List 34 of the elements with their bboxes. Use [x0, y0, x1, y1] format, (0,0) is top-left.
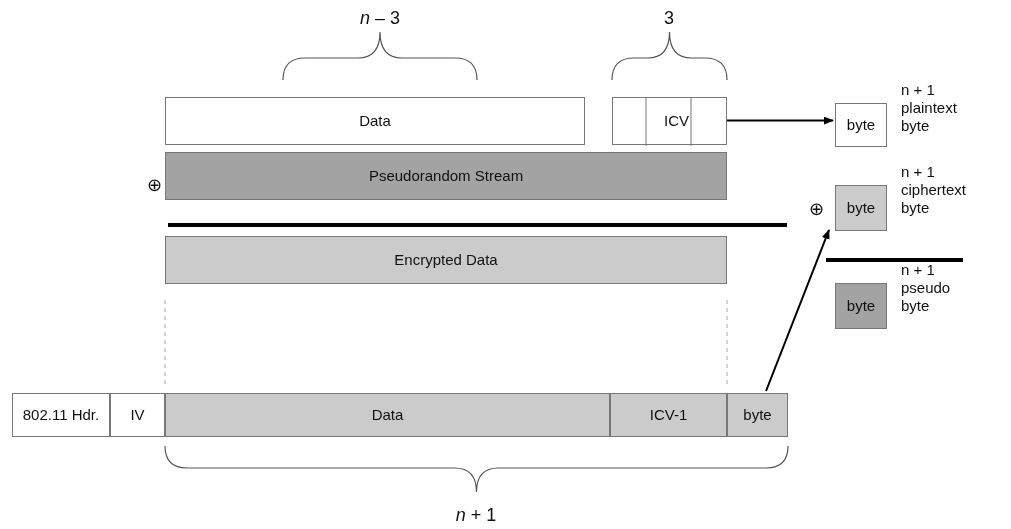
field-label: byte	[846, 199, 876, 217]
annotation-label: ⊕	[808, 198, 824, 220]
field-label: Pseudorandom Stream	[368, 167, 524, 185]
field-label: byte	[846, 297, 876, 315]
field-box	[612, 97, 727, 145]
annotation-label: ⊕	[146, 174, 162, 196]
byte-caption: n + 1 ciphertext byte	[901, 163, 968, 217]
field-box	[610, 393, 727, 437]
annotation-label: 3	[664, 8, 674, 29]
annotation-label: n – 3	[360, 8, 400, 29]
field-box	[165, 97, 585, 145]
annotation-label: n + 1	[455, 505, 497, 526]
field-box	[835, 103, 887, 147]
field-box	[12, 393, 110, 437]
byte-caption: n + 1 plaintext byte	[901, 81, 958, 135]
field-label: byte	[846, 116, 876, 134]
field-box	[165, 152, 727, 200]
field-box	[727, 393, 788, 437]
field-box	[165, 236, 727, 284]
arrow	[726, 116, 834, 125]
field-label: ICV-1	[649, 406, 688, 424]
field-label: ICV	[664, 112, 689, 130]
field-label: IV	[130, 406, 145, 424]
field-label: Data	[359, 112, 391, 130]
arrow	[765, 229, 830, 392]
field-label: 802.11 Hdr.	[22, 406, 100, 424]
field-box	[835, 185, 887, 231]
field-label: Data	[371, 406, 404, 424]
field-box	[835, 283, 887, 329]
field-box	[165, 393, 610, 437]
field-box	[110, 393, 165, 437]
field-label: byte	[743, 406, 772, 424]
field-label: Encrypted Data	[394, 251, 498, 269]
byte-caption: n + 1 pseudo byte	[901, 261, 952, 315]
